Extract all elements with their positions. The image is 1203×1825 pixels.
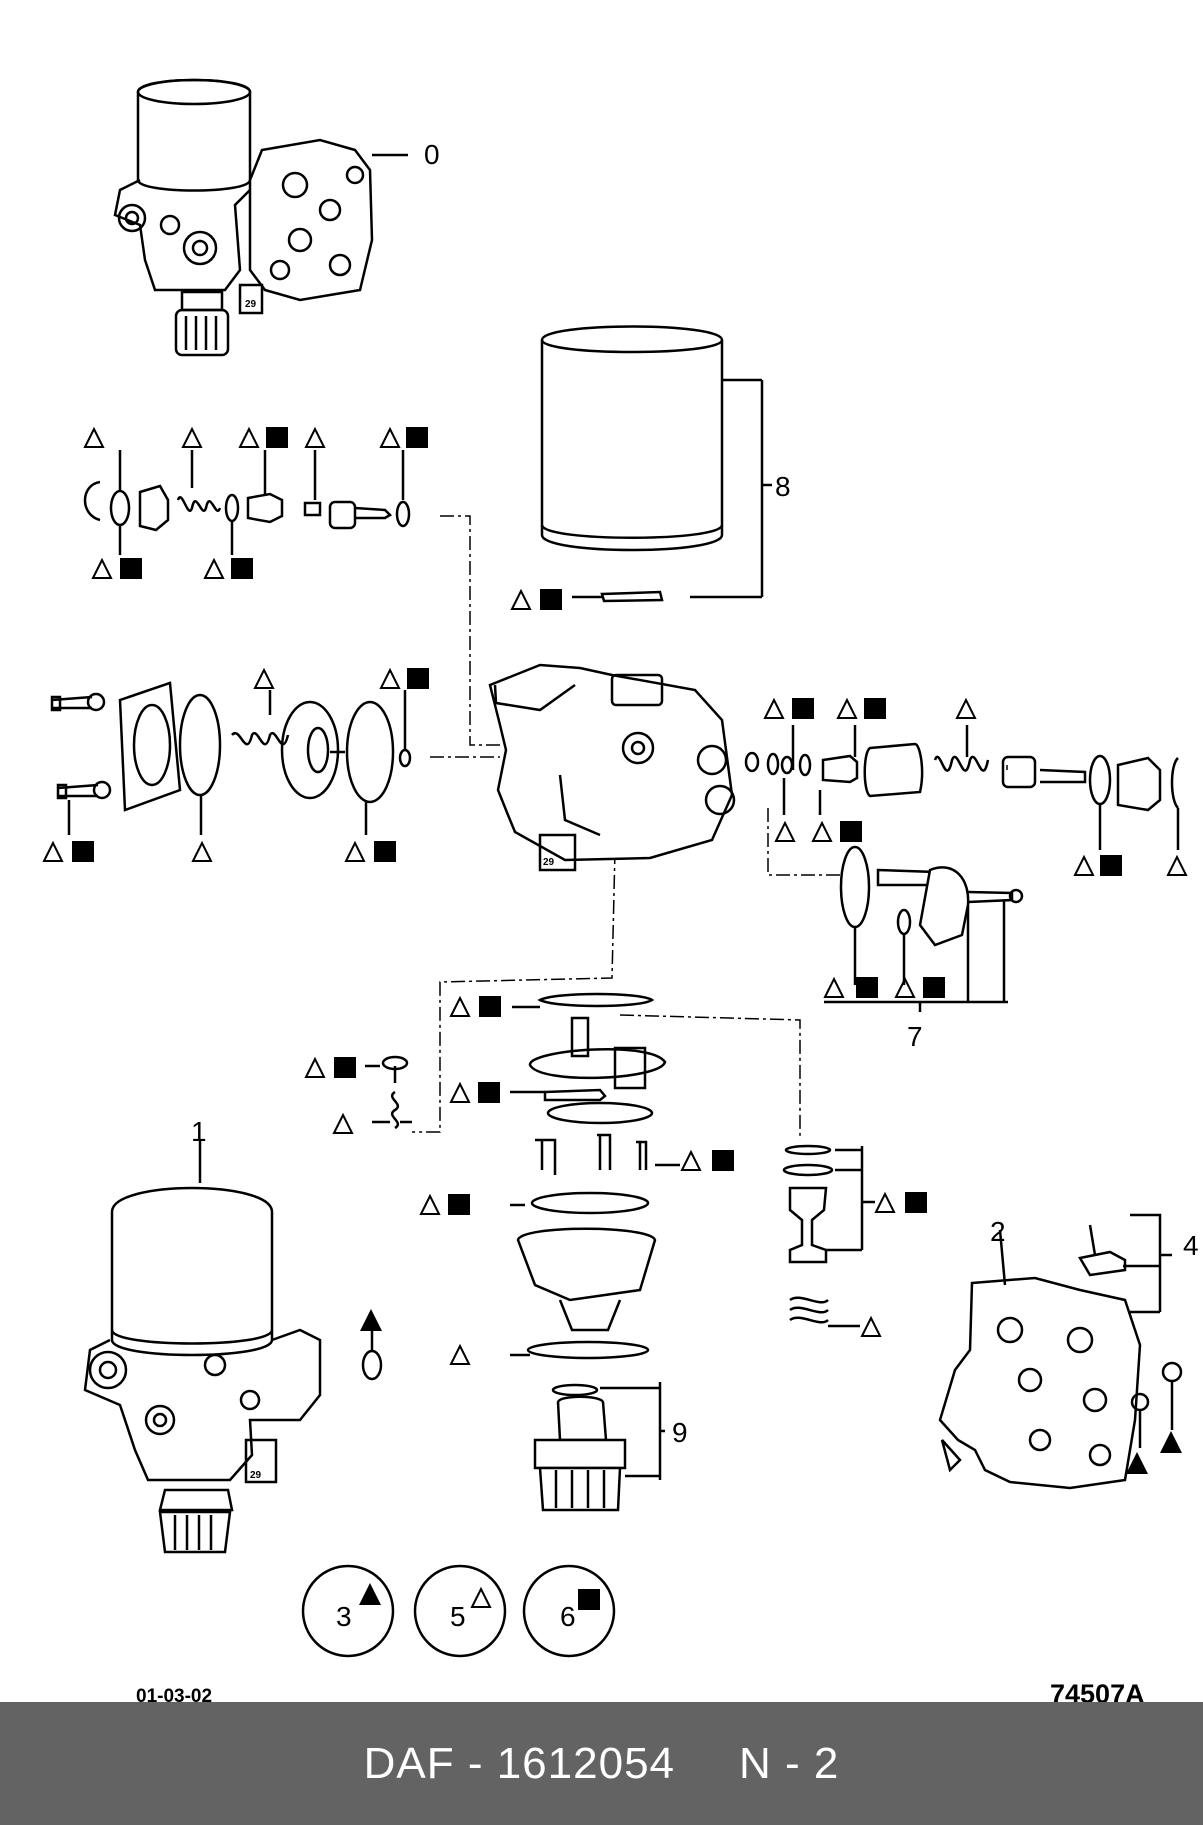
footer-page-code: N - 2 xyxy=(739,1738,840,1788)
part-label-0: 0 xyxy=(424,139,440,170)
legend-number-3: 3 xyxy=(336,1601,352,1632)
assembly-2-illustration xyxy=(938,1213,1183,1490)
connector-mark-1: 29 xyxy=(250,1470,262,1481)
footer-part-number: DAF - 1612054 xyxy=(363,1738,676,1788)
drawing-number: 74507A xyxy=(1050,1679,1145,1702)
footer-bar: DAF - 1612054 N - 2 xyxy=(0,1702,1203,1825)
valve-kit-upper-row xyxy=(83,450,411,555)
valve-body-illustration xyxy=(488,663,736,872)
legend-item-5: 5 xyxy=(413,1564,507,1658)
cover-kit-row xyxy=(50,681,412,835)
lever-kit-7 xyxy=(824,845,1024,1012)
part-label-7: 7 xyxy=(907,1021,923,1052)
exploded-parts-diagram: 29 0 8 xyxy=(43,78,1199,1702)
legend-item-6: 6 xyxy=(522,1564,616,1658)
assembly-0-illustration xyxy=(113,78,408,357)
date-code-label: 01-03-02 xyxy=(136,1686,212,1702)
part-label-1: 1 xyxy=(191,1116,207,1147)
small-valve-kit xyxy=(782,1144,875,1328)
legend-number-5: 5 xyxy=(450,1601,466,1632)
assembly-1-illustration xyxy=(83,1140,383,1554)
symbol-legend: 3 5 6 xyxy=(301,1564,616,1658)
part-label-4: 4 xyxy=(1183,1230,1199,1261)
legend-number-6: 6 xyxy=(560,1601,576,1632)
part-label-9: 9 xyxy=(672,1417,688,1448)
centre-stack-parts xyxy=(365,992,680,1360)
connector-mark-0: 29 xyxy=(245,299,257,310)
right-valve-kit-row xyxy=(744,725,1180,850)
silencer-kit-9 xyxy=(533,1382,665,1512)
connector-mark-body: 29 xyxy=(543,857,555,868)
part-label-8: 8 xyxy=(775,471,791,502)
legend-item-3: 3 xyxy=(301,1564,395,1658)
assembly-guide-lines xyxy=(412,515,1008,1140)
part-label-2: 2 xyxy=(990,1216,1006,1247)
filter-cartridge-illustration xyxy=(540,325,772,603)
